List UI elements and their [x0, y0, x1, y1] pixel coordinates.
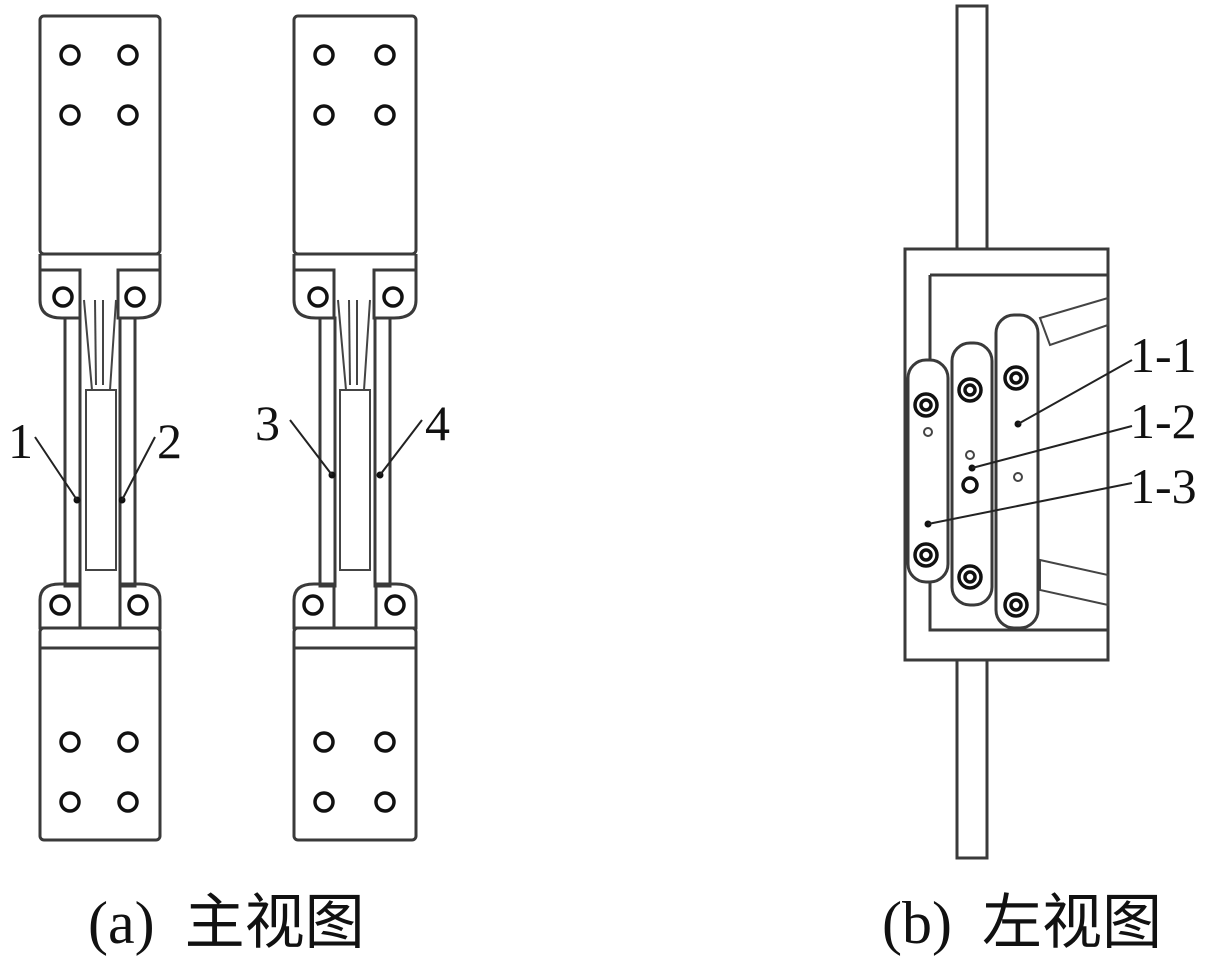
label-2: 2	[157, 413, 182, 469]
label-1-2: 1-2	[1130, 393, 1197, 449]
label-4: 4	[425, 395, 450, 451]
label-1: 1	[8, 413, 33, 469]
label-1-3: 1-3	[1130, 458, 1197, 514]
front-view-specimen-right	[289, 14, 423, 842]
label-3: 3	[255, 395, 280, 451]
caption-front-view: (a) 主视图	[88, 890, 365, 956]
caption-side-view: (b) 左视图	[882, 890, 1162, 956]
side-view	[903, 4, 1133, 860]
front-view-specimen-left	[34, 14, 162, 842]
label-1-1: 1-1	[1130, 327, 1197, 383]
